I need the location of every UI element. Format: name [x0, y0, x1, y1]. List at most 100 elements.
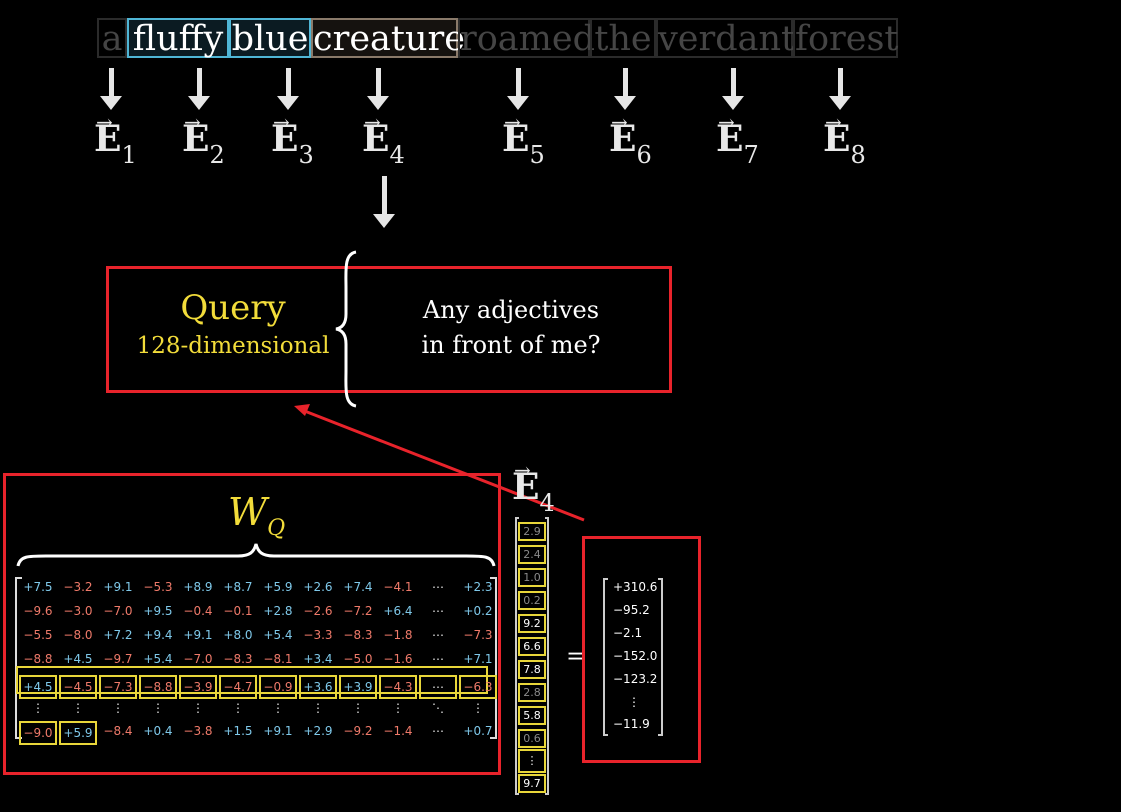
vector-arrow: →	[273, 110, 290, 134]
token-8: forest	[793, 18, 899, 59]
embedding-E3: →E3	[271, 110, 314, 169]
matrix-cell-r6-c2: ⋮	[72, 701, 84, 715]
embedding-symbol: E	[362, 118, 390, 160]
matrix-cell-r1-c10: −4.1	[383, 580, 413, 594]
matrix-cell-r5-c7: −0.9	[259, 675, 297, 699]
vector-arrow: →	[504, 110, 521, 134]
matrix-cell-r5-c4: −8.8	[139, 675, 177, 699]
matrix-cell-r4-c12: +7.1	[463, 652, 493, 666]
matrix-cell-r1-c3: +9.1	[103, 580, 133, 594]
matrix-curly-brace	[16, 543, 496, 567]
embedding-E6: →E6	[609, 110, 652, 169]
matrix-cell-r6-c6: ⋮	[232, 701, 244, 715]
embedding-E1: →E1	[94, 110, 137, 169]
embedding-subscript: 7	[743, 141, 759, 169]
embedding-subscript: 4	[389, 141, 405, 169]
matrix-cell-r1-c9: +7.4	[343, 580, 373, 594]
query-curly-brace	[335, 250, 357, 408]
input-vector-entry-12: 9.7	[518, 774, 546, 793]
matrix-cell-r5-c3: −7.3	[99, 675, 137, 699]
embedding-subscript: 3	[298, 141, 314, 169]
vector-arrow: →	[364, 110, 381, 134]
matrix-cell-r5-c10: −4.3	[379, 675, 417, 699]
matrix-cell-r6-c7: ⋮	[272, 701, 284, 715]
embedding-symbol: E	[823, 118, 851, 160]
matrix-cell-r2-c4: +9.5	[143, 604, 173, 618]
input-vector-entry-10: 0.6	[518, 729, 546, 748]
matrix-cell-r7-c9: −9.2	[343, 724, 373, 738]
matrix-cell-r6-c12: ⋮	[472, 701, 484, 715]
query-question-line-1: Any adjectives	[422, 296, 600, 324]
matrix-cell-r6-c5: ⋮	[192, 701, 204, 715]
embedding-symbol: E	[182, 118, 210, 160]
matrix-cell-r2-c12: +0.2	[463, 604, 493, 618]
matrix-cell-r2-c7: +2.8	[263, 604, 293, 618]
matrix-cell-r2-c2: −3.0	[63, 604, 93, 618]
matrix-cell-r1-c8: +2.6	[303, 580, 333, 594]
embedding-symbol: E	[716, 118, 744, 160]
matrix-cell-r4-c4: +5.4	[143, 652, 173, 666]
result-vector-entry-5: −123.2	[613, 672, 658, 686]
matrix-cell-r6-c4: ⋮	[152, 701, 164, 715]
matrix-cell-r2-c8: −2.6	[303, 604, 333, 618]
result-vector-entry-4: −152.0	[613, 649, 658, 663]
matrix-cell-r1-c7: +5.9	[263, 580, 293, 594]
matrix-cell-r4-c6: −8.3	[223, 652, 253, 666]
result-highlight-box	[582, 536, 701, 763]
matrix-cell-r7-c10: −1.4	[383, 724, 413, 738]
matrix-cell-r3-c6: +8.0	[223, 628, 253, 642]
token-5: roamed	[458, 18, 595, 59]
matrix-label: WQ	[228, 490, 285, 541]
matrix-cell-r2-c9: −7.2	[343, 604, 373, 618]
matrix-cell-r3-c9: −8.3	[343, 628, 373, 642]
embedding-subscript: 1	[121, 141, 137, 169]
matrix-cell-r1-c12: +2.3	[463, 580, 493, 594]
matrix-cell-r7-c5: −3.8	[183, 724, 213, 738]
input-vector-entry-6: 6.6	[518, 637, 546, 656]
matrix-cell-r6-c11: ⋱	[432, 701, 444, 715]
matrix-cell-r3-c10: −1.8	[383, 628, 413, 642]
matrix-cell-r4-c11: ⋯	[432, 652, 444, 666]
query-highlight-box	[106, 266, 672, 393]
input-vector-entry-5: 9.2	[518, 614, 546, 633]
result-vector-brackets	[603, 578, 663, 736]
embedding-symbol: E	[502, 118, 530, 160]
matrix-cell-r6-c10: ⋮	[392, 701, 404, 715]
input-vector-entry-3: 1.0	[518, 568, 546, 587]
matrix-cell-r2-c11: ⋯	[432, 604, 444, 618]
matrix-cell-r4-c9: −5.0	[343, 652, 373, 666]
input-vector-arrow: →	[514, 458, 531, 482]
embedding-E8: →E8	[823, 110, 866, 169]
embedding-E4: →E4	[362, 110, 405, 169]
input-vector-label: →E4	[512, 458, 555, 517]
matrix-cell-r1-c11: ⋯	[432, 580, 444, 594]
matrix-cell-r2-c3: −7.0	[103, 604, 133, 618]
result-vector-entry-7: −11.9	[613, 717, 650, 731]
input-vector-entry-8: 2.8	[518, 683, 546, 702]
matrix-cell-r7-c8: +2.9	[303, 724, 333, 738]
vector-arrow: →	[825, 110, 842, 134]
embedding-E2: →E2	[182, 110, 225, 169]
matrix-cell-r3-c12: −7.3	[463, 628, 493, 642]
vector-arrow: →	[611, 110, 628, 134]
query-weight-matrix: +7.5−3.2+9.1−5.3+8.9+8.7+5.9+2.6+7.4−4.1…	[16, 577, 497, 745]
matrix-cell-r3-c11: ⋯	[432, 628, 444, 642]
matrix-cell-r5-c11: ⋯	[419, 675, 457, 699]
input-vector-entry-1: 2.9	[518, 522, 546, 541]
matrix-label-main: W	[228, 490, 268, 534]
matrix-cell-r3-c1: −5.5	[23, 628, 53, 642]
query-dimension: 128-dimensional	[136, 333, 330, 359]
embedding-E7: →E7	[716, 110, 759, 169]
matrix-cell-r5-c8: +3.6	[299, 675, 337, 699]
matrix-cell-r4-c7: −8.1	[263, 652, 293, 666]
result-vector-entry-1: +310.6	[613, 580, 658, 594]
matrix-cell-r5-c9: +3.9	[339, 675, 377, 699]
matrix-cell-r6-c9: ⋮	[352, 701, 364, 715]
token-1: a	[97, 18, 127, 58]
matrix-cell-r7-c1: −9.0	[19, 721, 57, 745]
input-vector-entry-9: 5.8	[518, 706, 546, 725]
token-3: blue	[229, 18, 311, 58]
matrix-highlight-box	[3, 473, 501, 775]
embedding-subscript: 2	[209, 141, 225, 169]
